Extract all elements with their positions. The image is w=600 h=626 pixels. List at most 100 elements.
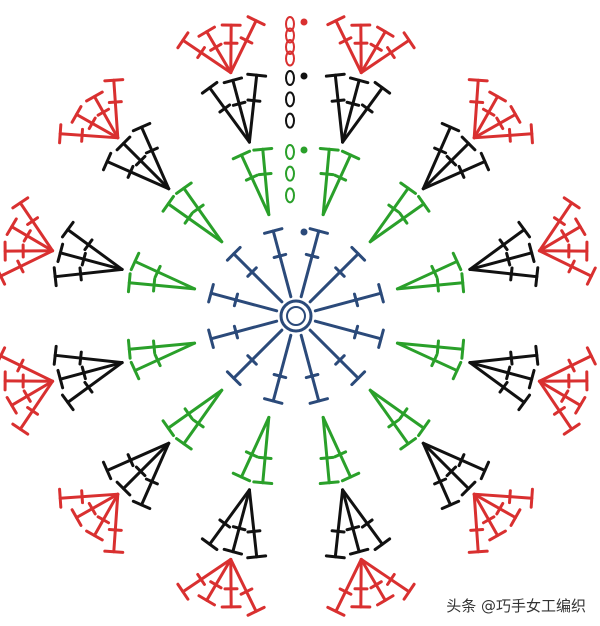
- dc-stitch-r3: [246, 488, 268, 560]
- dc-stitch-r2: [321, 149, 361, 217]
- dc-stitch-r2: [175, 388, 224, 451]
- dc-stitch-r4: [5, 217, 55, 253]
- dc-stitch-r4: [3, 240, 55, 262]
- chain-stitch: [285, 70, 295, 86]
- dc-stitch-r4: [472, 492, 522, 527]
- dc-stitch-r1: [299, 227, 329, 299]
- dc-stitch-r1: [263, 227, 293, 299]
- dc-stitch-r1: [308, 328, 367, 387]
- chain-stitch: [285, 112, 295, 129]
- dc-stitch-r4: [197, 557, 233, 607]
- chain-stitch: [285, 39, 295, 55]
- dc-stitch-r2: [161, 388, 224, 437]
- dc-stitch-r1: [225, 328, 284, 387]
- dc-stitch-r4: [326, 15, 363, 75]
- dc-stitch-r3: [131, 441, 171, 511]
- chain-stitch: [285, 50, 295, 67]
- dc-stitch-r1: [207, 319, 279, 349]
- dc-stitch-r4: [220, 557, 242, 609]
- dc-stitch-r3: [115, 441, 171, 497]
- dc-stitch-r1: [308, 245, 367, 304]
- dc-stitch-r4: [472, 492, 507, 542]
- dc-stitch-r3: [421, 441, 491, 481]
- dc-stitch-r2: [126, 272, 197, 294]
- dc-stitch-r4: [350, 23, 372, 75]
- dc-stitch-r3: [468, 242, 536, 271]
- dc-stitch-r3: [222, 76, 251, 144]
- dc-stitch-r3: [421, 441, 461, 511]
- dc-stitch-r3: [56, 242, 124, 271]
- chain-stitch: [285, 144, 295, 160]
- dc-stitch-r2: [395, 338, 466, 360]
- watermark-text: 头条 @巧手女工编织: [446, 597, 586, 615]
- dc-stitch-r3: [60, 220, 124, 271]
- dc-stitch-r4: [537, 196, 581, 253]
- dc-stitch-r4: [359, 557, 395, 607]
- dc-stitch-r4: [3, 370, 55, 392]
- dc-stitch-r4: [5, 379, 55, 415]
- dc-stitch-r2: [368, 195, 431, 244]
- dc-stitch-r4: [537, 346, 597, 383]
- magic-ring-inner: [286, 306, 306, 326]
- stitch-rounds: [0, 15, 597, 617]
- dc-stitch-r4: [326, 557, 363, 617]
- dc-stitch-r3: [60, 361, 124, 412]
- dc-stitch-r4: [537, 240, 589, 262]
- dc-stitch-r4: [58, 123, 120, 145]
- dc-stitch-r2: [252, 146, 274, 217]
- dc-stitch-r4: [85, 90, 120, 140]
- dc-stitch-r2: [395, 251, 463, 291]
- dc-stitch-r3: [341, 488, 370, 556]
- dc-stitch-r2: [129, 251, 197, 291]
- dc-stitch-r3: [324, 72, 346, 144]
- dc-stitch-r4: [537, 379, 581, 436]
- dc-stitch-r2: [231, 415, 271, 483]
- dc-stitch-r3: [52, 344, 124, 366]
- dc-stitch-r3: [468, 344, 540, 366]
- dc-stitch-r4: [537, 249, 597, 286]
- round-1: [207, 227, 385, 405]
- dc-stitch-r4: [0, 346, 55, 383]
- dc-stitch-r3: [341, 76, 370, 144]
- dc-stitch-r3: [222, 488, 251, 556]
- round-start-dot: [300, 18, 308, 26]
- dc-stitch-r2: [126, 338, 197, 360]
- dc-stitch-r3: [101, 441, 171, 481]
- dc-stitch-r4: [472, 90, 507, 140]
- dc-stitch-r4: [467, 78, 489, 140]
- dc-stitch-r3: [324, 488, 346, 560]
- dc-stitch-r3: [421, 121, 461, 191]
- chain-stitch: [285, 27, 295, 44]
- magic-ring: [279, 299, 313, 333]
- dc-stitch-r1: [313, 283, 385, 313]
- dc-stitch-r3: [421, 151, 491, 191]
- dc-stitch-r4: [467, 492, 489, 554]
- dc-stitch-r2: [395, 341, 463, 381]
- dc-stitch-r4: [11, 196, 55, 253]
- dc-stitch-r3: [421, 441, 477, 497]
- round-2: [126, 146, 466, 486]
- round-start-dot: [300, 72, 308, 80]
- round-start-dot: [300, 228, 308, 236]
- dc-stitch-r2: [252, 415, 274, 486]
- round-3: [52, 72, 540, 560]
- dc-stitch-r3: [56, 361, 124, 390]
- chain-stitch: [285, 187, 295, 204]
- dc-stitch-r2: [231, 149, 271, 217]
- chain-stitch: [285, 165, 295, 182]
- dc-stitch-r2: [318, 415, 340, 486]
- dc-stitch-r2: [395, 272, 466, 294]
- dc-stitch-r3: [421, 135, 477, 191]
- dc-stitch-r2: [368, 181, 417, 244]
- dc-stitch-r4: [176, 557, 233, 601]
- dc-stitch-r3: [200, 488, 251, 552]
- dc-stitch-r4: [70, 492, 120, 527]
- magic-ring-center: [279, 299, 313, 333]
- dc-stitch-r4: [70, 105, 120, 140]
- dc-stitch-r2: [318, 146, 340, 217]
- dc-stitch-r4: [537, 370, 589, 392]
- dc-stitch-r4: [197, 25, 233, 75]
- dc-stitch-r4: [103, 78, 125, 140]
- dc-stitch-r3: [468, 361, 536, 390]
